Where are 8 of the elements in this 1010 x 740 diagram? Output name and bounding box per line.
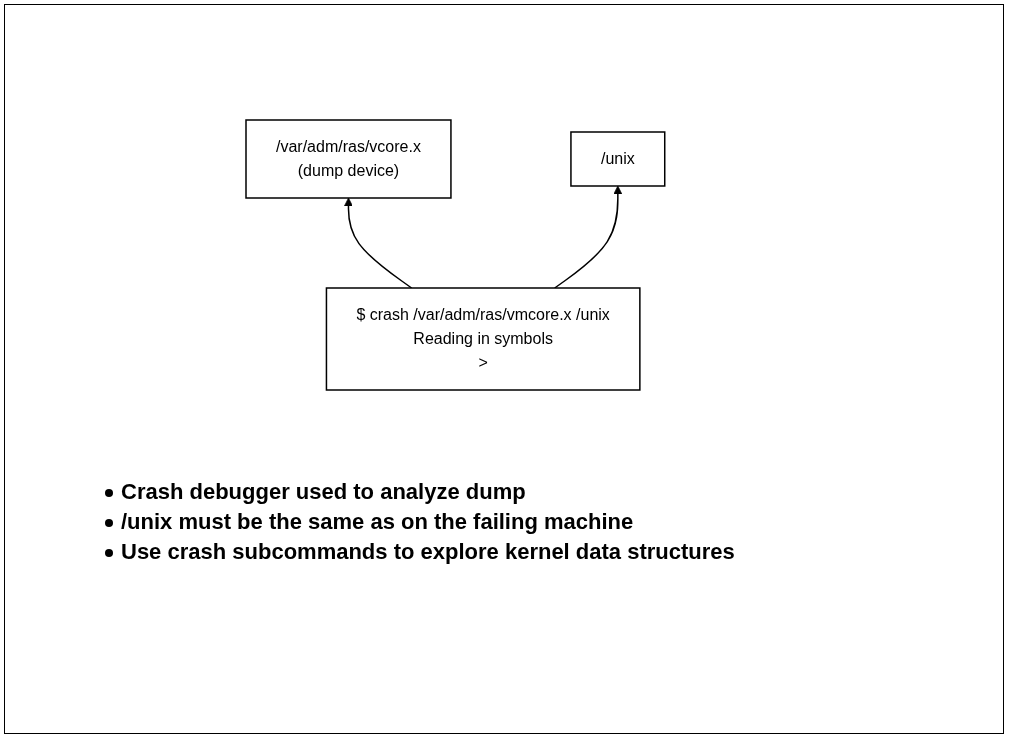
node-box: /var/adm/ras/vcore.x (dump device) [244, 119, 452, 199]
bullet-text: Use crash subcommands to explore kernel data structures [121, 539, 735, 564]
arrow [343, 197, 412, 289]
arrow [553, 185, 622, 289]
node-box: /unix [569, 131, 666, 187]
bullet-text: /unix must be the same as on the failing machine [121, 509, 634, 534]
node-box: $ crash /var/adm/ras/vmcore.x /unix Reading in symbols > [325, 287, 641, 391]
bullet-text: Crash debugger used to analyze dump [121, 479, 526, 504]
